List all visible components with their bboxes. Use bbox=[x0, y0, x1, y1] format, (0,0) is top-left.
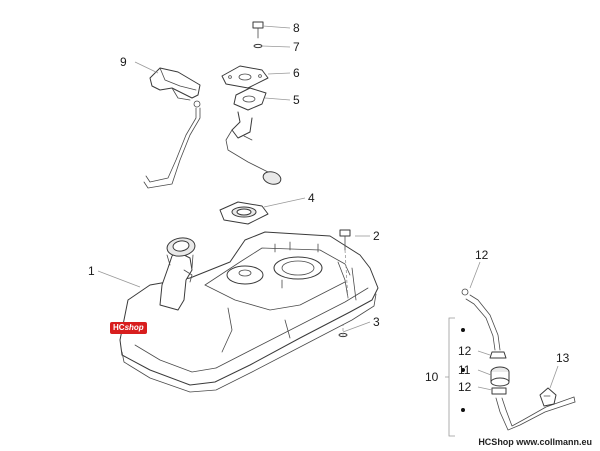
callout-4: 4 bbox=[308, 191, 315, 205]
washer bbox=[253, 43, 263, 49]
fuel-hose-upper bbox=[461, 288, 501, 351]
vent-hose bbox=[143, 100, 201, 189]
callout-12-middle: 12 bbox=[458, 344, 472, 358]
callout-12-bottom: 12 bbox=[458, 380, 472, 394]
fuel-hose-lower bbox=[495, 396, 576, 431]
callout-13: 13 bbox=[556, 351, 570, 365]
callout-2: 2 bbox=[373, 229, 380, 243]
tank-screw bbox=[339, 229, 351, 251]
callout-6: 6 bbox=[293, 66, 300, 80]
callout-9: 9 bbox=[120, 55, 127, 69]
screw bbox=[252, 21, 264, 39]
pump-cover-plate bbox=[221, 65, 269, 89]
callout-10: 10 bbox=[425, 370, 439, 384]
callout-12-top: 12 bbox=[475, 248, 489, 262]
footer-credit: HCShop www.collmann.eu bbox=[478, 437, 592, 447]
vent-valve-bracket bbox=[149, 67, 201, 101]
callout-1: 1 bbox=[88, 264, 95, 278]
callout-5: 5 bbox=[293, 93, 300, 107]
bracket-dots bbox=[445, 317, 465, 437]
fuel-filter bbox=[490, 366, 510, 387]
hose-clip bbox=[539, 387, 557, 407]
fuel-tank bbox=[119, 231, 379, 393]
pump-gasket bbox=[219, 201, 269, 225]
callout-3: 3 bbox=[373, 315, 380, 329]
callout-8: 8 bbox=[293, 21, 300, 35]
badge-part-b: shop bbox=[124, 323, 144, 332]
callout-11: 11 bbox=[458, 363, 471, 377]
hose-clamp-lower bbox=[491, 387, 507, 395]
badge-part-a: HC bbox=[113, 323, 125, 332]
hose-clamp-upper bbox=[489, 351, 507, 359]
shop-badge: HCshop bbox=[110, 322, 147, 334]
fuel-level-sender bbox=[225, 87, 282, 185]
callout-7: 7 bbox=[293, 40, 300, 54]
